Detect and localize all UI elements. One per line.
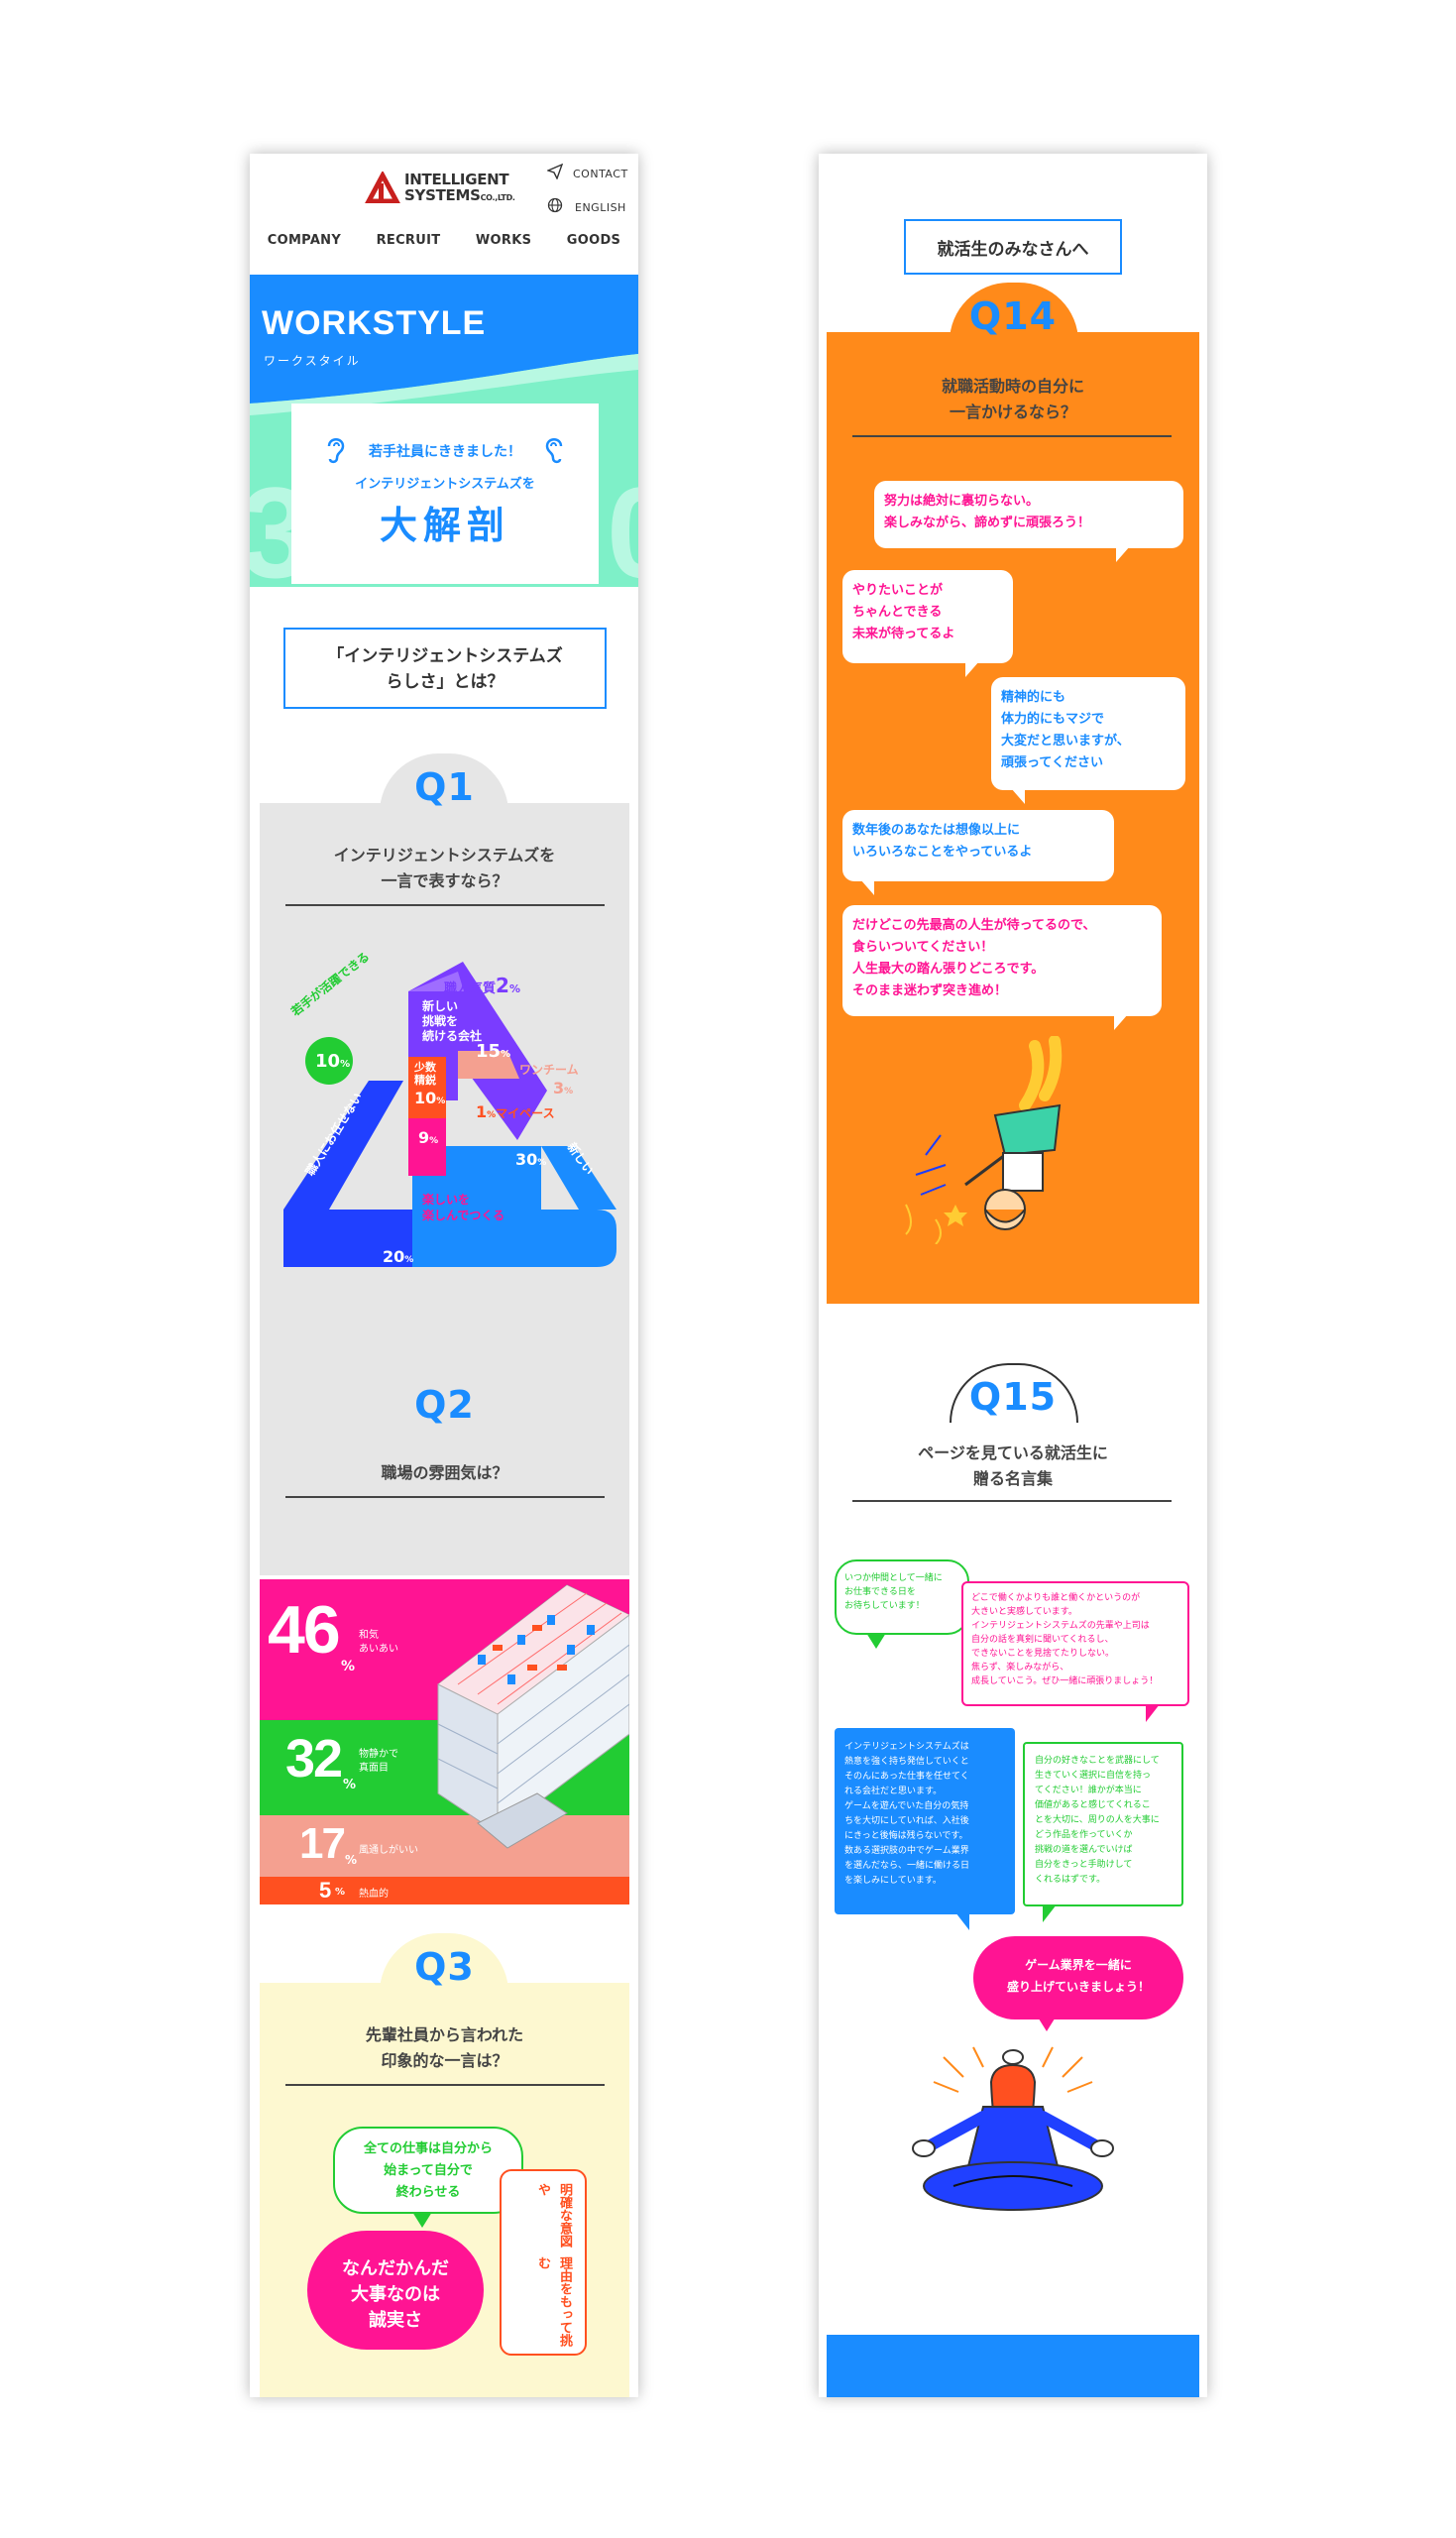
hero-card: 若手社員にききました！ インテリジェントシステムズを 大解剖 (291, 404, 599, 584)
q14-bubble-1: 努力は絶対に裏切らない。楽しみながら、諦めずに頑張ろう！ (874, 481, 1183, 548)
q14-bubble-2: やりたいことがちゃんとできる未来が待ってるよ (842, 570, 1013, 663)
q2-title: 職場の雰囲気は？ (381, 1463, 508, 1482)
nav-company[interactable]: COMPANY (267, 233, 342, 248)
company-logo-mark[interactable] (364, 170, 401, 204)
page-title: WORKSTYLE (262, 304, 487, 342)
nav-goods[interactable]: GOODS (566, 233, 621, 248)
contact-link[interactable]: CONTACT (546, 163, 628, 183)
q1-section: Q1 インテリジェントシステムズを 一言で表すなら？ (260, 753, 629, 1428)
q2-number: Q2 (414, 1383, 475, 1427)
nav-works[interactable]: WORKS (475, 233, 532, 248)
q15-bubble-3: インテリジェントシステムズは熱意を強く持ち発信していくとそのんにあった仕事を任せ… (835, 1728, 1015, 1914)
svg-text:0: 0 (607, 460, 638, 587)
english-link[interactable]: ENGLISH (547, 197, 626, 217)
q2-row-17 (260, 1815, 629, 1877)
q3-title: 先輩社員から言われた印象的な一言は？ (365, 2025, 524, 2070)
meditating-woman-illustration (912, 2046, 1114, 2211)
phone-screen-left: INTELLIGENT SYSTEMSCO.,LTD. CONTACT ENGL… (250, 154, 638, 2397)
office-building-illustration (437, 1584, 629, 1849)
q14-bubble-5: だけどこの先最高の人生が待ってるので、食らいついてください！人生最大の踏ん張りど… (842, 905, 1162, 1016)
q1-infographic (283, 962, 616, 1267)
q1-title: インテリジェントシステムズを 一言で表すなら？ (333, 846, 556, 890)
hero-banner: 3 0 WORKSTYLE ワークスタイル 若手社員にききました！ インテリジェ… (250, 275, 638, 587)
q14-number: Q14 (968, 294, 1058, 338)
q15-bubble-2: どこで働くかよりも誰と働くかというのが大きいと実感しています。インテリジェントシ… (961, 1581, 1189, 1706)
q14-bubble-4: 数年後のあなたは想像以上にいろいろなことをやっているよ (842, 810, 1114, 881)
q14-bubble-3: 精神的にも体力的にもマジで大変だと思いますが、頑張ってください (991, 677, 1185, 790)
q15-title: ページを見ている就活生に贈る名言集 (918, 1443, 1108, 1488)
q3-vertical-bubble: 明確な意図や理由をもって挑む (500, 2169, 587, 2356)
ear-icon (543, 435, 565, 469)
q3-bubble-magenta: なんだかんだ大事なのは誠実さ (307, 2231, 484, 2350)
page-subtitle: ワークスタイル (264, 354, 361, 368)
q15-bubble-1: いつか仲間として一緒にお仕事できる日をお待ちしています！ (835, 1559, 969, 1635)
q15-bubble-5: ゲーム業界を一緒に盛り上げていきましょう！ (973, 1936, 1183, 2019)
q3-bubble-green: 全ての仕事は自分から始まって自分で終わらせる (333, 2127, 523, 2214)
phone-screen-right: 就活生のみなさんへ Q14 就職活動時の自分に一言かけるなら？ 努力は絶対に裏切… (819, 154, 1207, 2397)
main-nav: COMPANY RECRUIT WORKS GOODS (250, 233, 638, 255)
paper-plane-icon (546, 163, 564, 183)
q14-title: 就職活動時の自分に一言かけるなら？ (941, 377, 1084, 421)
q3-number: Q3 (414, 1945, 475, 1989)
ear-icon (325, 435, 347, 469)
q1-number: Q1 (414, 765, 475, 809)
footer-bar (827, 2335, 1199, 2397)
q2-section: Q2 職場の雰囲気は？ (260, 1371, 629, 1904)
section-title-box: 「インテリジェントシステムズ らしさ」とは？ (283, 628, 607, 709)
q2-row-5 (260, 1877, 629, 1904)
students-heading: 就活生のみなさんへ (904, 219, 1122, 275)
falling-girl-illustration (905, 1036, 1063, 1244)
q14-section: Q14 就職活動時の自分に一言かけるなら？ 努力は絶対に裏切らない。楽しみながら… (827, 283, 1199, 1304)
q15-bubble-4: 自分の好きなことを武器にして生きていく選択に自信を持ってください！誰かが本当に価… (1023, 1742, 1183, 1906)
q15-number: Q15 (968, 1375, 1058, 1419)
q15-section: Q15 ページを見ている就活生に贈る名言集 いつか仲間として一緒にお仕事できる日… (827, 1363, 1199, 2255)
globe-icon (547, 197, 563, 217)
nav-recruit[interactable]: RECRUIT (376, 233, 441, 248)
company-logo-text[interactable]: INTELLIGENT SYSTEMSCO.,LTD. (404, 171, 515, 204)
q3-section: Q3 先輩社員から言われた印象的な一言は？ 全ての仕事は自分から始まって自分で終… (260, 1933, 629, 2397)
